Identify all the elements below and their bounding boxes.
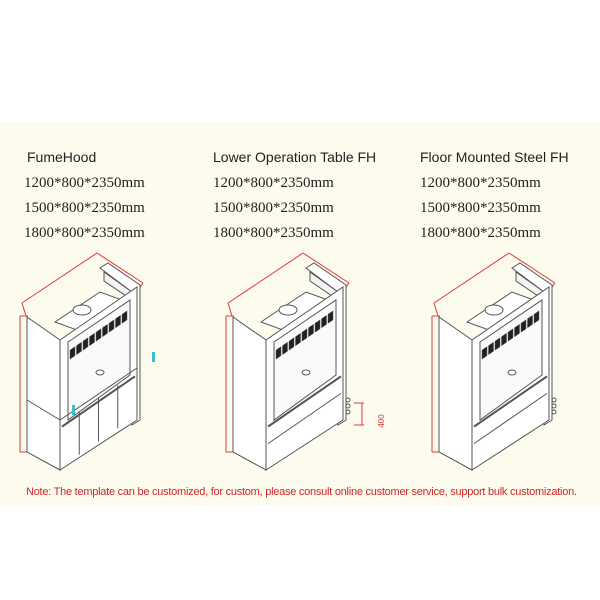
lower-rail [473,392,548,445]
product-size: 1200*800*2350mm [420,175,541,191]
left-side-panel [232,316,267,471]
baffle-slot [301,328,308,342]
work-surface [267,375,342,428]
baffle-slot [295,332,301,347]
baffle-slot [115,314,121,329]
product-size: 1500*800*2350mm [213,200,334,216]
lower-rail [267,392,342,445]
sash-window [479,299,543,421]
product-title: Lower Operation Table FH [213,149,377,165]
width-dimension-line [21,252,98,304]
baffle-slot [121,310,128,324]
width-dimension-line [227,252,304,304]
product-title: FumeHood [27,149,97,165]
control-knob [551,409,557,415]
sink-icon [507,369,517,376]
cabinet-top-edge [26,399,61,421]
control-panel-right [152,352,155,362]
product-size: 1200*800*2350mm [213,175,334,191]
baffle-slot [288,337,295,351]
exhaust-duct [72,304,92,316]
baffle-slot [507,328,514,342]
baffle-slot [514,323,520,338]
baffle-slot [321,314,327,329]
baffle-slot [481,346,488,360]
baffle-slot [102,323,108,338]
product-size: 1800*800*2350mm [213,225,334,241]
product-size: 1200*800*2350mm [24,175,145,191]
baffle-slot [501,332,507,347]
baffle-slot [488,341,494,356]
depth-dimension-line [508,252,556,284]
control-knob [345,409,351,415]
sink-icon [301,369,311,376]
depth-dimension-line [302,252,350,284]
product-floor-mounted: Floor Mounted Steel FH 1200*800*2350mm 1… [420,147,569,246]
baffle-slot [82,337,89,351]
control-knob [345,397,351,403]
fume-hood-drawings: 400 [19,252,557,471]
dimension-tick [21,302,27,317]
customization-note: Note: The template can be customized, fo… [26,486,577,498]
baffle-slot [95,328,102,342]
baffle-slot [327,310,334,324]
baffle-slot [275,346,282,360]
work-surface [473,375,548,428]
sash-window [273,299,337,421]
left-side-panel [438,316,473,471]
baffle-slot [314,319,321,333]
product-title: Floor Mounted Steel FH [420,149,569,165]
depth-dimension-line [96,252,144,284]
baffle-slot [527,314,533,329]
baffle-slot [533,310,540,324]
baffle-slot [89,332,95,347]
product-lower-operation-table: Lower Operation Table FH 1200*800*2350mm… [213,147,376,246]
dimension-tick [433,302,439,317]
product-size: 1500*800*2350mm [420,200,541,216]
baffle-slot [282,341,288,356]
control-panel-left [72,405,75,415]
baffle-slot [494,337,501,351]
baffle-slot [108,319,115,333]
control-knob [551,397,557,403]
exhaust-duct [484,304,504,316]
baffle-slot [76,341,82,356]
product-fumehood: FumeHood 1200*800*2350mm 1500*800*2350mm… [24,147,145,246]
sash-window [67,299,131,421]
product-size: 1800*800*2350mm [24,225,145,241]
dimension-label-400: 400 [377,414,386,428]
baffle-slot [308,323,314,338]
product-size: 1500*800*2350mm [24,200,145,216]
baffle-slot [69,346,76,360]
exhaust-duct [278,304,298,316]
product-size: 1800*800*2350mm [420,225,541,241]
control-knob [345,403,351,409]
dimension-tick [227,302,233,317]
control-knob [551,403,557,409]
baffle-slot [520,319,527,333]
width-dimension-line [433,252,510,304]
left-side-panel [26,316,61,471]
sink-icon [95,369,105,376]
